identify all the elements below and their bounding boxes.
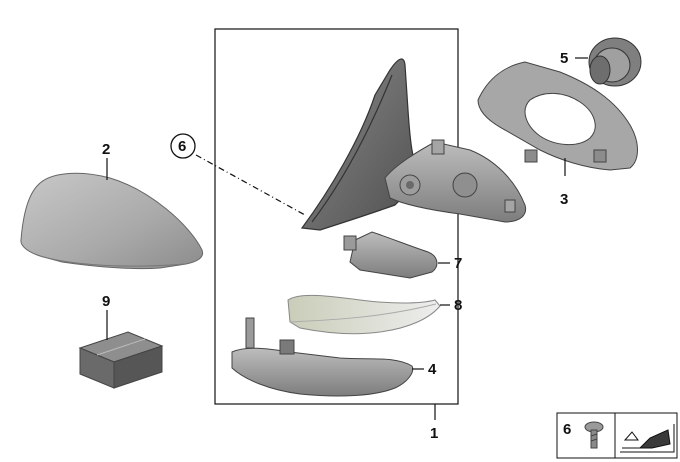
leader-6 <box>195 154 306 216</box>
callout-1: 1 <box>430 425 438 442</box>
lower-trim-part <box>231 317 414 397</box>
screw-icon <box>584 421 604 449</box>
mirror-base-part <box>300 58 421 231</box>
legend-callout-6: 6 <box>563 421 571 438</box>
adjuster-mechanism-part <box>384 139 527 223</box>
callout-7: 7 <box>454 255 462 272</box>
fastener-legend: 6 <box>556 412 678 459</box>
callout-9: 9 <box>102 293 110 310</box>
callout-6-circle <box>170 133 196 159</box>
glass-carrier-part <box>477 61 638 171</box>
small-box-part <box>78 331 164 389</box>
bracket-part <box>343 231 438 279</box>
mirror-cap-part <box>20 172 204 270</box>
assembly-frame <box>214 28 459 405</box>
callout-3: 3 <box>560 191 568 208</box>
turn-signal-lens-part <box>287 294 441 335</box>
callout-8: 8 <box>454 297 462 314</box>
callout-6: 6 <box>178 138 186 155</box>
motor-part <box>588 37 642 87</box>
callout-5: 5 <box>560 50 568 67</box>
callout-4: 4 <box>428 361 437 378</box>
fastening-step-icon <box>620 424 675 453</box>
callout-2: 2 <box>102 141 110 158</box>
